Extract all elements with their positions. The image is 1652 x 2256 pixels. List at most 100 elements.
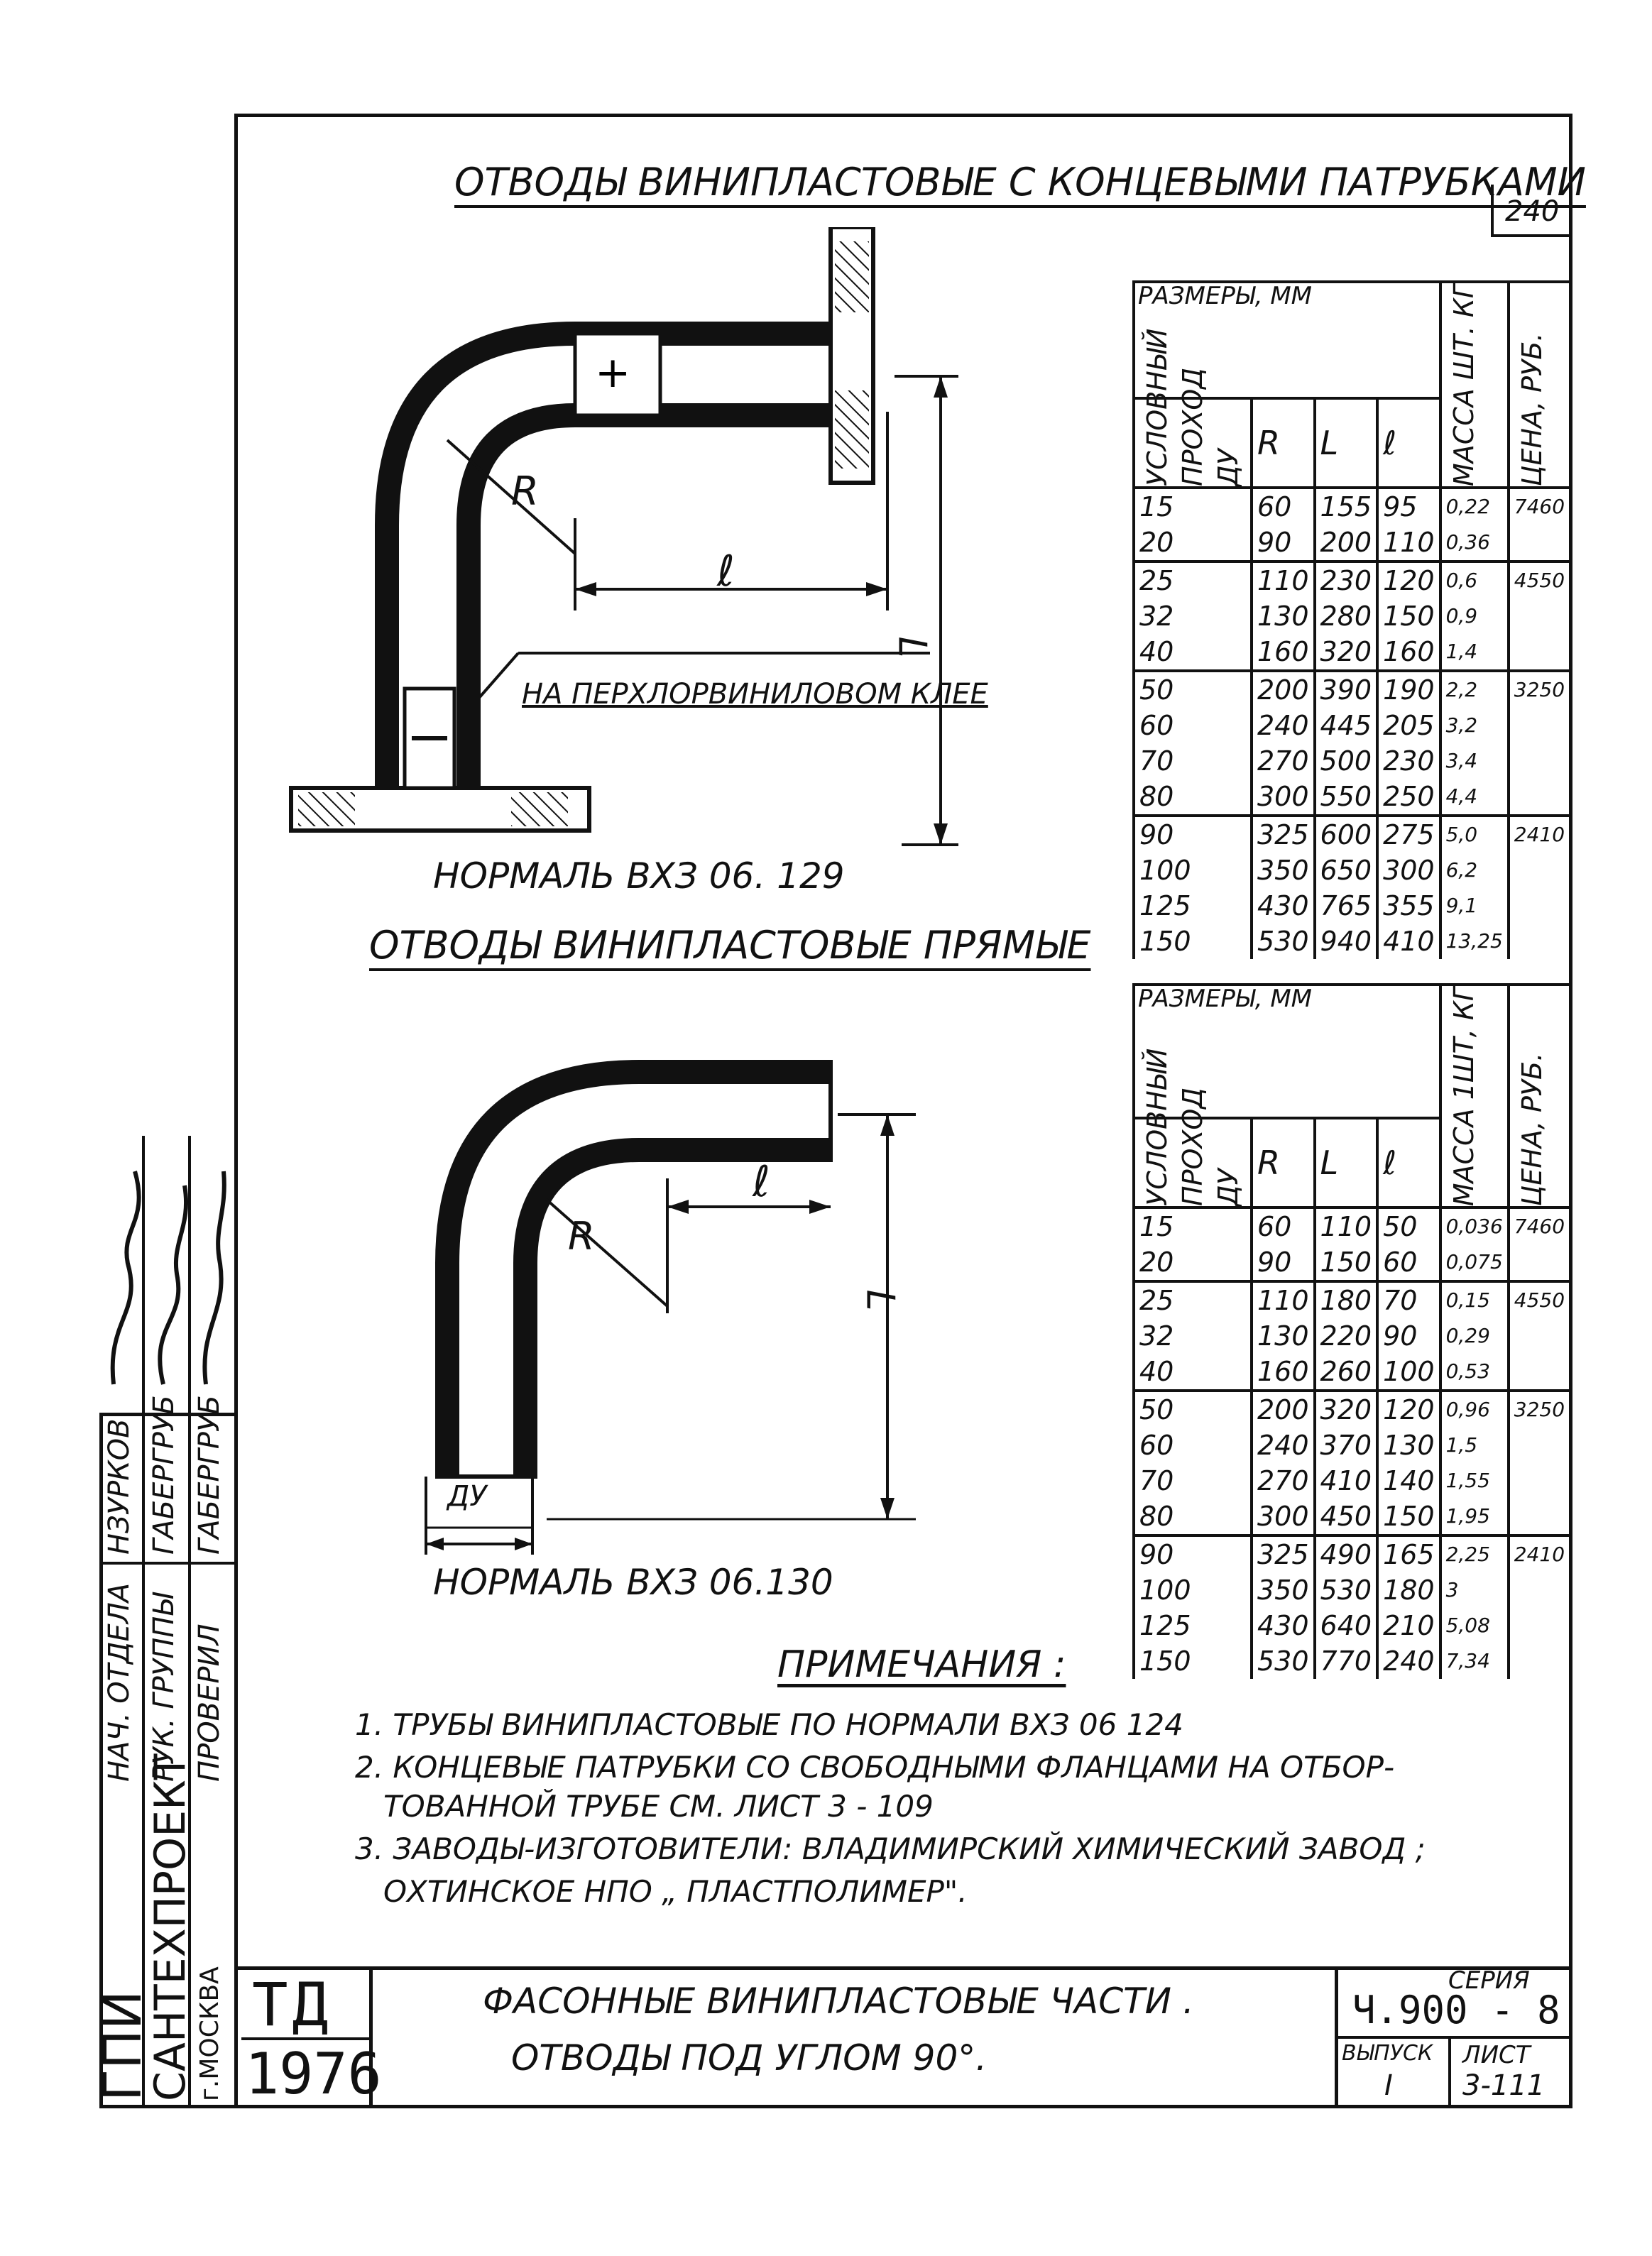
section2-dim-L: L <box>858 1289 903 1311</box>
stamp-role-3: ПРОВЕРИЛ <box>193 1623 226 1782</box>
td-mark: ТД <box>252 1970 333 2039</box>
cell-l: 300 <box>1376 853 1442 889</box>
cell-R: 200 <box>1250 1389 1316 1428</box>
cell-l: 150 <box>1376 598 1442 635</box>
cell-l: 70 <box>1376 1280 1442 1319</box>
cell-dy: 40 <box>1132 634 1253 672</box>
note-item-2-cont: ТОВАННОЙ ТРУБЕ СМ. ЛИСТ 3 - 109 <box>383 1789 934 1824</box>
table2-col-l: ℓ <box>1376 1117 1442 1210</box>
cell-R: 530 <box>1250 1643 1316 1680</box>
cell-price <box>1506 743 1572 779</box>
cell-price <box>1506 888 1572 924</box>
cell-price <box>1506 853 1572 889</box>
cell-l: 190 <box>1376 669 1442 708</box>
table2-col-price: ЦЕНА, РУБ. <box>1508 985 1571 1208</box>
cell-l: 165 <box>1376 1534 1442 1573</box>
section2-dy-dimension <box>425 1477 534 1555</box>
cell-R: 430 <box>1250 888 1316 924</box>
cell-R: 200 <box>1250 669 1316 708</box>
cell-l: 140 <box>1376 1463 1442 1499</box>
cell-price <box>1506 1428 1572 1464</box>
cell-R: 350 <box>1250 853 1316 889</box>
cell-R: 110 <box>1250 560 1316 599</box>
cell-price: 3250 <box>1506 1389 1572 1428</box>
stamp-name-1: НЗУРКОВ <box>103 1418 136 1555</box>
cell-price <box>1506 1463 1572 1499</box>
cell-R: 240 <box>1250 1428 1316 1464</box>
cell-dy: 90 <box>1132 814 1253 853</box>
title-block-td-line <box>241 2037 369 2040</box>
cell-l: 100 <box>1376 1354 1442 1391</box>
section1-caption: НОРМАЛЬ ВХЗ 06. 129 <box>433 855 845 897</box>
cell-dy: 125 <box>1132 888 1253 924</box>
cell-R: 90 <box>1250 1244 1316 1282</box>
note-item-1: 1. ТРУБЫ ВИНИПЛАСТОВЫЕ ПО НОРМАЛИ ВХЗ 06… <box>355 1707 1183 1742</box>
section1-title: ОТВОДЫ ВИНИПЛАСТОВЫЕ С КОНЦЕВЫМИ ПАТРУБК… <box>454 160 1586 204</box>
cell-mass: 0,22 <box>1438 486 1510 525</box>
stamp-name-2: ГАБЕРГРУБ <box>148 1395 180 1555</box>
table2-col-R: R <box>1250 1117 1316 1210</box>
series-label: СЕРИЯ <box>1448 1966 1530 1995</box>
cell-price <box>1506 634 1572 672</box>
issue-label: ВЫПУСК <box>1342 2041 1433 2066</box>
title-block-top-line <box>234 1966 1572 1970</box>
cell-l: 130 <box>1376 1428 1442 1464</box>
section1-glue-label: НА ПЕРХЛОРВИНИЛОВОМ КЛЕЕ <box>522 678 988 711</box>
cell-L: 530 <box>1313 1572 1379 1609</box>
cell-mass: 13,25 <box>1438 924 1510 960</box>
cell-mass: 5,0 <box>1438 814 1510 853</box>
table1-col-mass: МАССА ШТ. КГ <box>1440 282 1509 488</box>
cell-dy: 15 <box>1132 486 1253 525</box>
cell-mass: 0,075 <box>1438 1244 1510 1282</box>
cell-L: 450 <box>1313 1499 1379 1536</box>
cell-mass: 1,5 <box>1438 1428 1510 1464</box>
drawing-name-line2: ОТВОДЫ ПОД УГЛОМ 90°. <box>511 2037 988 2079</box>
cell-R: 325 <box>1250 1534 1316 1573</box>
cell-price <box>1506 1643 1572 1680</box>
cell-L: 180 <box>1313 1280 1379 1319</box>
cell-L: 230 <box>1313 560 1379 599</box>
stamp-row-line-1 <box>99 1413 234 1416</box>
cell-price: 2410 <box>1506 1534 1572 1573</box>
cell-dy: 70 <box>1132 743 1253 779</box>
title-block-issue-divider <box>1448 2036 1451 2108</box>
cell-L: 280 <box>1313 598 1379 635</box>
cell-price: 4550 <box>1506 560 1572 599</box>
cell-R: 270 <box>1250 1463 1316 1499</box>
cell-L: 770 <box>1313 1643 1379 1680</box>
cell-dy: 25 <box>1132 1280 1253 1319</box>
table2-group-header: РАЗМЕРЫ, ММ <box>1132 982 1442 1120</box>
cell-dy: 90 <box>1132 1534 1253 1573</box>
cell-mass: 0,53 <box>1438 1354 1510 1391</box>
cell-dy: 60 <box>1132 708 1253 744</box>
drawing-name-line1: ФАСОННЫЕ ВИНИПЛАСТОВЫЕ ЧАСТИ . <box>483 1981 1194 2022</box>
cell-dy: 50 <box>1132 669 1253 708</box>
cell-L: 600 <box>1313 814 1379 853</box>
cell-l: 60 <box>1376 1244 1442 1282</box>
cell-price: 3250 <box>1506 669 1572 708</box>
cell-price <box>1506 924 1572 960</box>
year-mark: 1976 <box>245 2041 382 2107</box>
cell-L: 200 <box>1313 525 1379 562</box>
issue-value: I <box>1384 2069 1393 2102</box>
cell-dy: 80 <box>1132 779 1253 816</box>
section1-dim-l: ℓ <box>717 547 735 596</box>
cell-l: 110 <box>1376 525 1442 562</box>
cell-R: 350 <box>1250 1572 1316 1609</box>
cell-l: 210 <box>1376 1608 1442 1644</box>
cell-mass: 0,036 <box>1438 1206 1510 1245</box>
section1-table: РАЗМЕРЫ, ММ МАССА ШТ. КГ ЦЕНА, РУБ. УСЛО… <box>1132 280 1572 960</box>
